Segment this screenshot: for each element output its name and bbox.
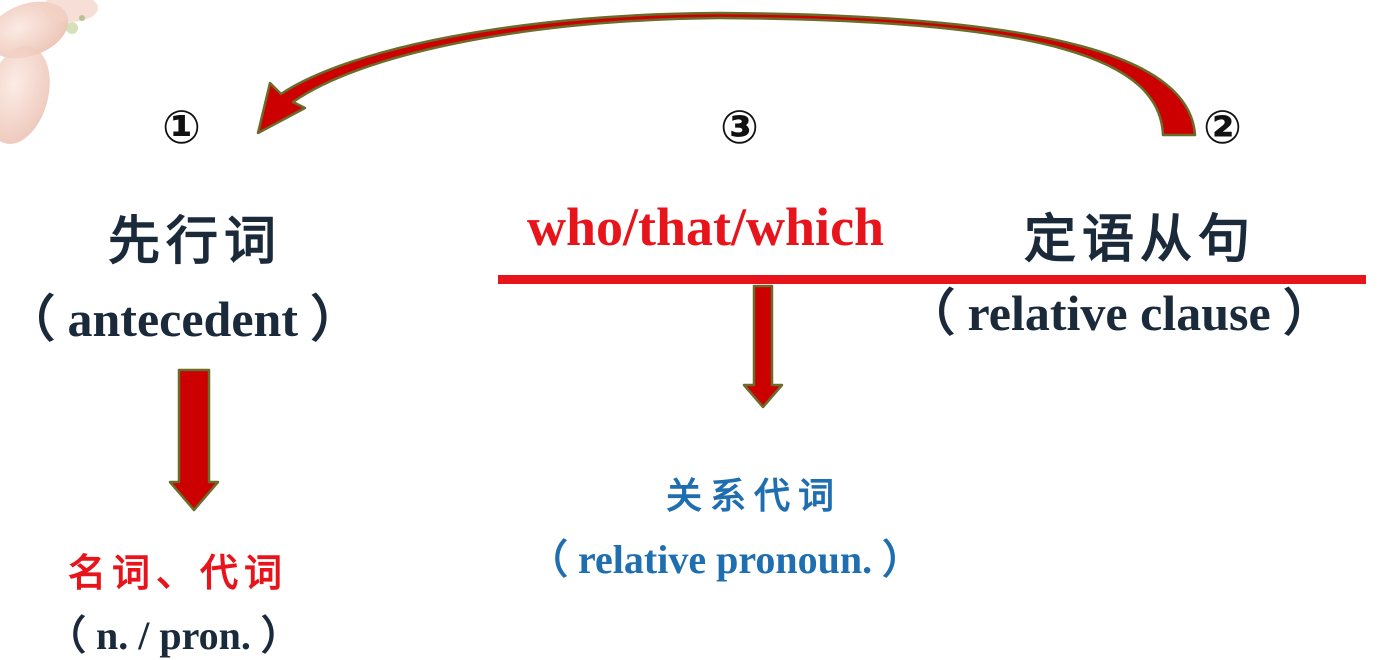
marker-antecedent: ① [162, 100, 201, 154]
clause-underline [498, 275, 1366, 284]
antecedent-type-en: （ n. / pron. ） [46, 613, 301, 658]
antecedent-zh: 先行词 [108, 211, 283, 272]
relative-pronoun-en: （ relative pronoun. ） [528, 537, 923, 582]
relative-pronoun-zh: 关系代词 [666, 475, 843, 517]
curved-arrow-icon [256, 11, 1197, 137]
marker-relative-pronoun: ③ [720, 100, 759, 154]
flower-decoration [0, 0, 98, 144]
down-arrow-icon [168, 368, 220, 512]
relative-pronoun-words: who/that/which [527, 197, 885, 257]
antecedent-type-zh: 名词、代词 [68, 550, 289, 595]
antecedent-en: （ antecedent ） [5, 291, 361, 347]
relative-clause-en: （ relative clause ） [905, 285, 1334, 341]
down-arrow-icon [742, 284, 784, 409]
marker-relative-clause: ② [1203, 100, 1242, 154]
relative-clause-zh: 定语从句 [1024, 209, 1257, 270]
